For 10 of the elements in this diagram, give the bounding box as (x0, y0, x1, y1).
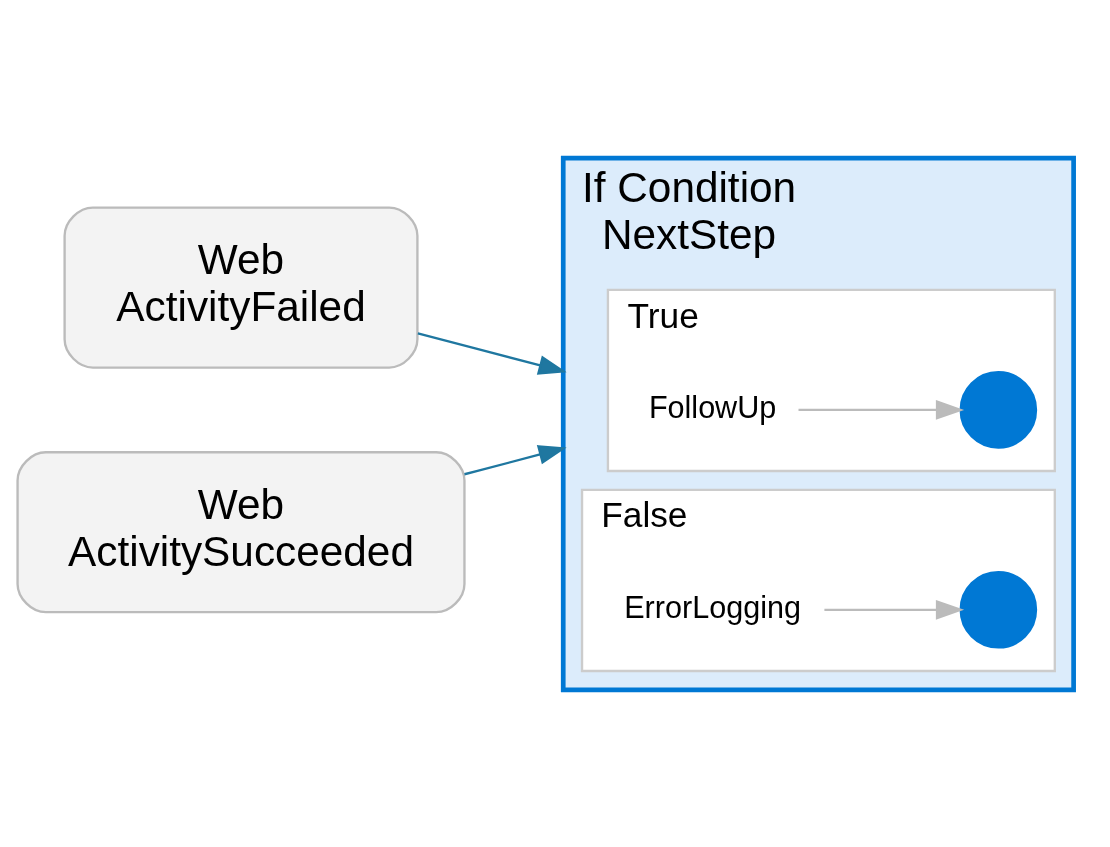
node-text: ErrorLogging (624, 589, 801, 624)
node-text: FollowUp (648, 389, 777, 424)
node-box: Web ActivityFailed (63, 205, 419, 369)
arrow (417, 331, 567, 375)
node-circle (959, 370, 1038, 449)
arrow (798, 399, 965, 420)
arrow (464, 444, 567, 475)
node-circle (959, 570, 1038, 649)
node-box: Web ActivitySucceeded (16, 450, 466, 613)
arrow (824, 599, 965, 620)
